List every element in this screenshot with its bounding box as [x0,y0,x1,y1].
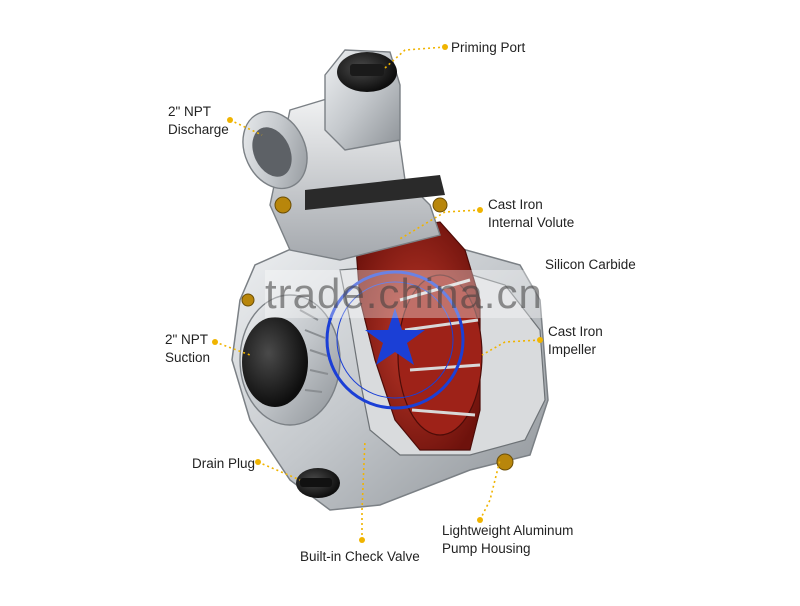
label-impeller-line1: Cast Iron [548,324,603,339]
label-discharge-line2: Discharge [168,122,229,137]
leader-priming-port [384,46,446,69]
label-volute-line2: Internal Volute [488,215,575,230]
label-housing-line1: Lightweight Aluminum [442,523,574,538]
label-drain-plug: Drain Plug [192,456,256,471]
label-suction-line1: 2" NPT [165,332,209,347]
leader-housing [479,459,501,521]
watermark-text: trade.china.cn [265,270,543,318]
label-volute-line1: Cast Iron [488,197,543,212]
label-discharge-line1: 2" NPT [168,104,212,119]
label-silicon-carbide: Silicon Carbide [545,257,636,272]
blue-stamp-seal [325,270,465,410]
label-suction-line2: Suction [165,350,211,365]
priming-port-cap [337,52,397,92]
leader-lines [214,46,541,540]
leader-discharge [229,119,263,136]
leader-volute [397,209,481,241]
label-check-valve: Built-in Check Valve [300,549,420,564]
leader-impeller [481,339,541,356]
leader-dots [212,44,543,543]
label-housing-line2: Pump Housing [442,541,531,556]
suction-port [239,294,341,426]
label-priming-port: Priming Port [451,40,526,55]
drain-plug [296,468,340,498]
bolts [241,196,514,471]
impeller [354,221,483,451]
discharge-outlet [242,110,308,190]
label-impeller-line2: Impeller [548,342,597,357]
leader-check-valve [361,439,366,540]
leader-suction [214,341,251,356]
